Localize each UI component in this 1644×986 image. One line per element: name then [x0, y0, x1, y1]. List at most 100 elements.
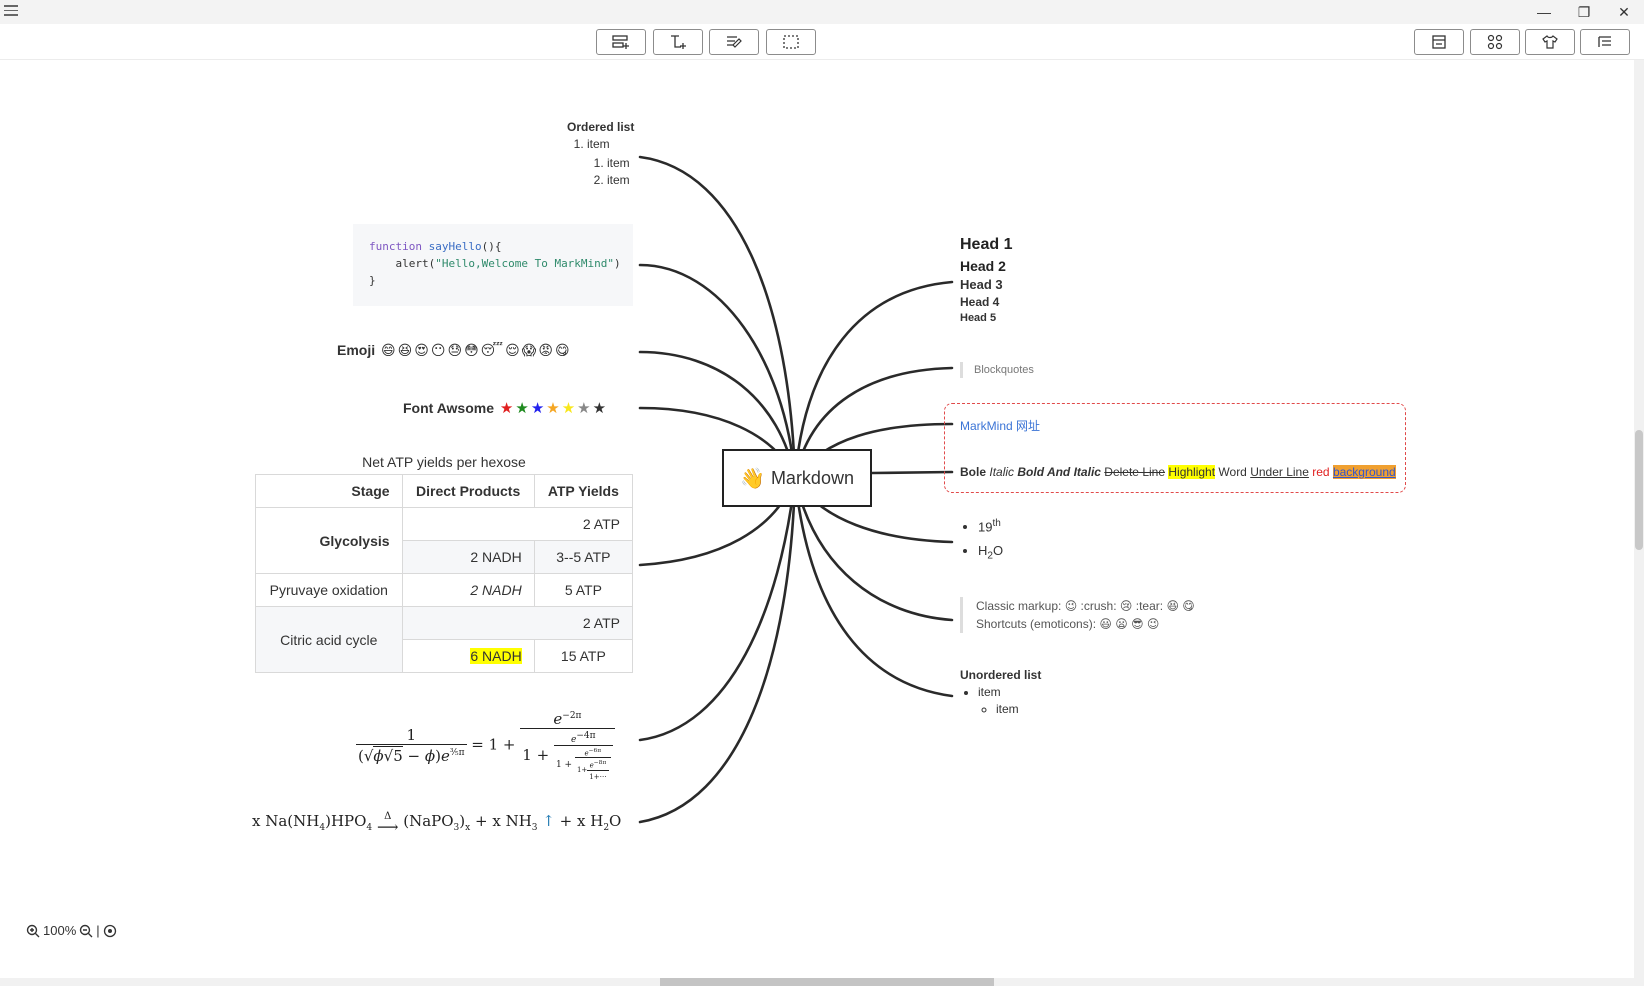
table-row: Pyruvaye oxidation 2 NADH 5 ATP — [255, 573, 634, 607]
list-item: H2O — [978, 539, 1003, 569]
ordered-list-title: Ordered list — [567, 120, 635, 134]
table-row: Citric acid cycle 2 ATP — [255, 606, 634, 673]
list-item: item — [996, 701, 1041, 718]
restore-button[interactable]: ❐ — [1577, 3, 1591, 20]
horizontal-scrollbar[interactable] — [0, 978, 1644, 986]
add-child-button[interactable] — [653, 29, 703, 55]
select-box-icon — [783, 35, 799, 49]
node-text-formats[interactable]: Bole Italic Bold And Italic Delete Line … — [960, 465, 1396, 479]
node-emoticons[interactable]: Classic markup: 😉 :crush: 😢 :tear: 😆 😋 S… — [960, 597, 1195, 633]
list-item: item item — [978, 684, 1041, 718]
emoji-icon: 😍 — [414, 342, 429, 358]
emoticon: 😉 — [1064, 599, 1081, 613]
emoji-icon: 😆 — [397, 342, 413, 358]
outline-list-icon — [1598, 36, 1611, 47]
star-icon: ★ — [499, 400, 514, 417]
window-icon — [1432, 35, 1446, 49]
list-item: item — [607, 155, 634, 172]
horizontal-scroll-thumb[interactable] — [660, 978, 994, 986]
vertical-scrollbar[interactable] — [1634, 60, 1644, 978]
zoom-in-icon[interactable] — [26, 924, 40, 938]
node-emoji[interactable]: Emoji 😄😆😍😶😓😳😴😌😱😡😋 — [337, 342, 570, 359]
emoticon: 😋 — [1182, 599, 1195, 613]
edge-ordered-list — [638, 155, 797, 480]
list-item: item item item — [587, 136, 634, 189]
star-icon: ★ — [561, 400, 576, 417]
connection-lines — [638, 155, 954, 824]
zoom-level: 100% — [43, 923, 77, 938]
zoom-bar: 100% | — [26, 923, 117, 938]
node-unordered-list[interactable]: Unordered list item item — [960, 668, 1041, 718]
waving-hand-icon: 👋 — [740, 467, 765, 490]
heading-2: Head 2 — [960, 258, 1006, 274]
add-sibling-button[interactable] — [596, 29, 646, 55]
heading-3: Head 3 — [960, 277, 1003, 292]
emoji-icon: 😌 — [505, 342, 520, 358]
node-atp-table[interactable]: Stage Direct Products ATP Yields Glycoly… — [255, 474, 634, 673]
node-chemistry-equation[interactable]: x Na(NH4)HPO4 Δ⟶ (NaPO3)x + x NH3 ↑ + x … — [252, 811, 622, 836]
toolbar — [0, 24, 1644, 60]
center-target-icon[interactable] — [103, 924, 117, 938]
node-blockquote[interactable]: Blockquotes — [960, 362, 1034, 378]
node-font-awesome[interactable]: Font Awsome ★★★★★★★ — [403, 399, 606, 417]
table-header-row: Stage Direct Products ATP Yields — [255, 474, 634, 508]
edge-formula — [638, 476, 797, 742]
emoticon: :tear: — [1135, 599, 1167, 613]
root-label: Markdown — [770, 467, 854, 488]
vertical-scroll-thumb[interactable] — [1635, 430, 1643, 550]
node-code-block[interactable]: function sayHello(){ alert("Hello,Welcom… — [353, 224, 633, 306]
edge-unordered-list — [793, 476, 954, 698]
emoticon: 😎 — [1131, 617, 1147, 631]
add-child-icon — [671, 35, 686, 49]
emoticon: 😢 — [1119, 599, 1136, 613]
title-bar: — ❐ ✕ — [0, 0, 1644, 24]
edge-format — [870, 470, 954, 475]
node-link[interactable]: MarkMind 网址 — [960, 419, 1041, 433]
theme-shirt-icon — [1542, 35, 1558, 49]
emoji-icon: 😳 — [464, 342, 479, 358]
edge-heads — [793, 280, 954, 480]
zoom-separator: | — [96, 923, 100, 938]
star-icon: ★ — [577, 400, 591, 417]
emoticon: 😦 — [1115, 617, 1132, 631]
font-awesome-label: Font Awsome — [403, 400, 495, 416]
emoji-icon: 😡 — [538, 342, 553, 358]
table-row: Glycolysis 2 ATP — [255, 507, 634, 574]
close-button[interactable]: ✕ — [1618, 3, 1630, 20]
edge-chemistry — [638, 476, 797, 824]
emoticon: 😃 — [1099, 617, 1116, 631]
node-headings[interactable]: Head 1 Head 2 Head 3 Head 4 Head 5 — [960, 234, 1012, 326]
emoji-icon: 😄 — [381, 342, 396, 358]
emoji-icon: 😱 — [521, 342, 537, 358]
selection-box — [944, 403, 1406, 493]
structure-button[interactable] — [1470, 29, 1520, 55]
root-node[interactable]: 👋 Markdown — [722, 449, 872, 507]
theme-button[interactable] — [1525, 29, 1575, 55]
minimize-button[interactable]: — — [1537, 4, 1551, 20]
zoom-out-icon[interactable] — [79, 924, 93, 938]
heading-5: Head 5 — [960, 312, 997, 324]
add-note-button[interactable] — [709, 29, 759, 55]
star-icon: ★ — [592, 400, 607, 417]
outline-button[interactable] — [1580, 29, 1630, 55]
emoticon: 😉 — [1146, 617, 1160, 631]
select-box-button[interactable] — [766, 29, 816, 55]
star-icon: ★ — [530, 400, 545, 417]
list-item: item — [607, 172, 634, 189]
star-icon: ★ — [546, 400, 560, 417]
shortcuts-line: Shortcuts (emoticons): 😃 😦 😎 😉 — [976, 617, 1160, 631]
mind-map-canvas[interactable]: 👋 Markdown Ordered list item item item f… — [0, 60, 1634, 978]
emoticon: 😆 — [1166, 599, 1183, 613]
window-button[interactable] — [1414, 29, 1464, 55]
node-ordered-list[interactable]: Ordered list item item item — [567, 120, 634, 189]
emoji-icon: 😓 — [447, 342, 463, 358]
unordered-list-title: Unordered list — [960, 668, 1042, 682]
emoji-icon: 😶 — [430, 342, 446, 358]
edge-code — [638, 263, 797, 480]
hamburger-icon[interactable] — [4, 5, 18, 17]
emoticon: :crush: — [1080, 599, 1120, 613]
list-item: 19th — [978, 512, 1003, 539]
node-sup-sub[interactable]: 19th H2O — [960, 510, 1003, 569]
emoji-label: Emoji — [337, 342, 376, 358]
